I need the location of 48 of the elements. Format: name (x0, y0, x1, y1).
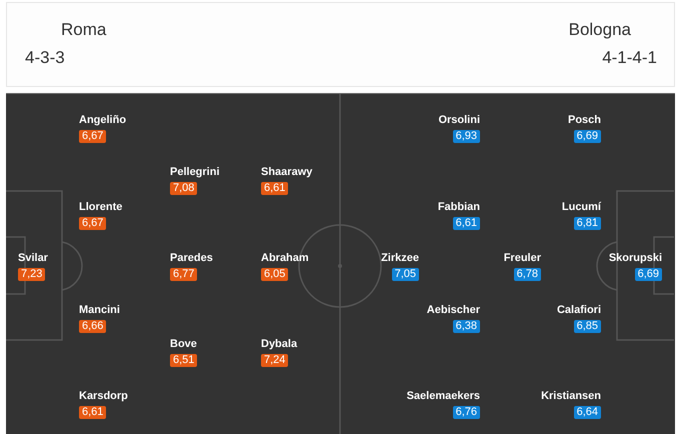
player-name: Calafiori (556, 303, 601, 317)
rating-badge: 6,67 (79, 217, 106, 230)
player-name: Mancini (79, 303, 120, 317)
player-name: Orsolini (438, 113, 480, 127)
rating-badge: 7,23 (18, 268, 46, 281)
rating-badge: 6,67 (79, 130, 106, 143)
rating-badge: 6,76 (452, 406, 480, 419)
player-name: Posch (568, 113, 601, 127)
player-name: Svilar (18, 251, 48, 265)
player-name: Shaarawy (261, 165, 312, 179)
player-name: Skorupski (608, 251, 662, 265)
rating-badge: 7,05 (392, 268, 419, 281)
player-name: Paredes (170, 251, 213, 265)
player-name: Karsdorp (79, 389, 128, 403)
player-name: Abraham (261, 251, 309, 265)
rating-badge: 6,64 (574, 406, 601, 419)
rating-badge: 6,93 (452, 130, 480, 143)
player-name: Angeliño (79, 113, 126, 127)
rating-badge: 7,08 (170, 182, 198, 195)
rating-badge: 6,05 (261, 268, 288, 281)
team-name: Roma (61, 19, 106, 41)
rating-badge: 6,61 (79, 406, 106, 419)
player-name: Bove (170, 337, 197, 351)
player-name: Aebischer (426, 303, 480, 317)
player-name: Dybala (261, 337, 298, 351)
player-name: Pellegrini (170, 165, 220, 179)
formation-label: 4-1-4-1 (602, 47, 657, 69)
player-name: Lucumí (562, 200, 601, 214)
rating-badge: 6,78 (514, 268, 541, 281)
player-name: Llorente (79, 200, 122, 214)
formation-label: 4-3-3 (25, 47, 65, 69)
player-name: Kristiansen (541, 389, 601, 403)
rating-badge: 6,61 (261, 182, 288, 195)
rating-badge: 6,51 (170, 354, 198, 367)
player-name: Freuler (504, 251, 541, 265)
rating-badge: 6,61 (452, 217, 480, 230)
team-name: Bologna (568, 19, 631, 41)
player-name: Zirkzee (381, 251, 419, 265)
rating-badge: 7,24 (261, 354, 288, 367)
rating-badge: 6,69 (634, 268, 662, 281)
rating-badge: 6,81 (574, 217, 601, 230)
rating-badge: 6,38 (452, 320, 480, 333)
rating-badge: 6,69 (574, 130, 601, 143)
player-name: Fabbian (438, 200, 480, 214)
rating-badge: 6,85 (574, 320, 601, 333)
player-name: Saelemaekers (406, 389, 480, 403)
rating-badge: 6,77 (170, 268, 198, 281)
rating-badge: 6,66 (79, 320, 106, 333)
